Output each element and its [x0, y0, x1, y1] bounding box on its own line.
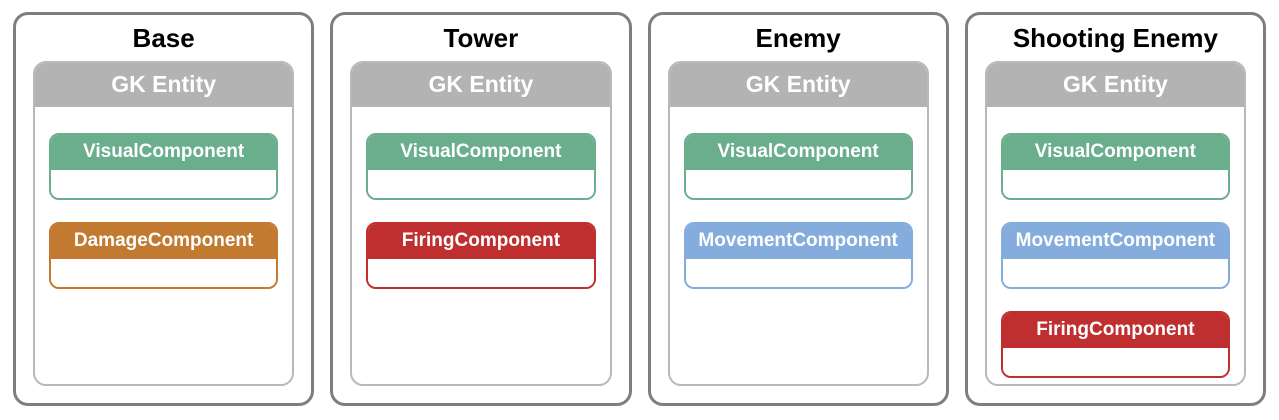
panel-title: Enemy — [755, 23, 841, 53]
component-body — [1002, 347, 1228, 376]
panel-title: Shooting Enemy — [1012, 23, 1218, 53]
component-box: VisualComponent — [366, 132, 596, 200]
component-label: VisualComponent — [368, 134, 594, 170]
component-list: VisualComponent MovementComponent — [670, 107, 927, 289]
gk-entity-header: GK Entity — [352, 62, 610, 107]
component-box: MovementComponent — [1000, 221, 1230, 289]
component-box: FiringComponent — [366, 221, 596, 289]
gk-entity-header: GK Entity — [986, 62, 1244, 107]
component-box: DamageComponent — [49, 221, 279, 289]
gk-entity-header: GK Entity — [669, 62, 927, 107]
component-list: VisualComponent MovementComponent Firing… — [987, 107, 1244, 378]
component-label: DamageComponent — [51, 223, 277, 259]
entity-box: GK Entity VisualComponent FiringComponen… — [350, 60, 612, 386]
component-box: VisualComponent — [1000, 132, 1230, 200]
component-label: MovementComponent — [1002, 223, 1228, 259]
panel-title: Tower — [443, 23, 519, 53]
panels-row: Base GK Entity VisualComponent DamageCom… — [13, 12, 1266, 406]
entity-box: GK Entity VisualComponent DamageComponen… — [33, 60, 295, 386]
panel-title: Base — [132, 23, 195, 53]
entity-panel: Shooting Enemy GK Entity VisualComponent… — [964, 12, 1266, 406]
component-label: MovementComponent — [685, 223, 911, 259]
component-body — [685, 258, 911, 287]
component-label: FiringComponent — [368, 223, 594, 259]
entity-panel: Tower GK Entity VisualComponent FiringCo… — [330, 12, 632, 406]
component-label: FiringComponent — [1002, 312, 1228, 348]
component-box: FiringComponent — [1000, 310, 1230, 378]
component-body — [51, 258, 277, 287]
component-body — [51, 169, 277, 198]
entity-box: GK Entity VisualComponent MovementCompon… — [667, 60, 929, 386]
component-box: MovementComponent — [683, 221, 913, 289]
component-label: VisualComponent — [51, 134, 277, 170]
component-body — [685, 169, 911, 198]
component-body — [368, 258, 594, 287]
component-box: VisualComponent — [683, 132, 913, 200]
entity-panel: Base GK Entity VisualComponent DamageCom… — [13, 12, 315, 406]
component-label: VisualComponent — [685, 134, 911, 170]
component-body — [1002, 169, 1228, 198]
component-body — [1002, 258, 1228, 287]
component-box: VisualComponent — [49, 132, 279, 200]
component-list: VisualComponent DamageComponent — [35, 107, 292, 289]
gk-entity-header: GK Entity — [35, 62, 293, 107]
component-body — [368, 169, 594, 198]
entity-box: GK Entity VisualComponent MovementCompon… — [984, 60, 1246, 386]
component-list: VisualComponent FiringComponent — [352, 107, 609, 289]
component-label: VisualComponent — [1002, 134, 1228, 170]
entity-panel: Enemy GK Entity VisualComponent Movement… — [647, 12, 949, 406]
